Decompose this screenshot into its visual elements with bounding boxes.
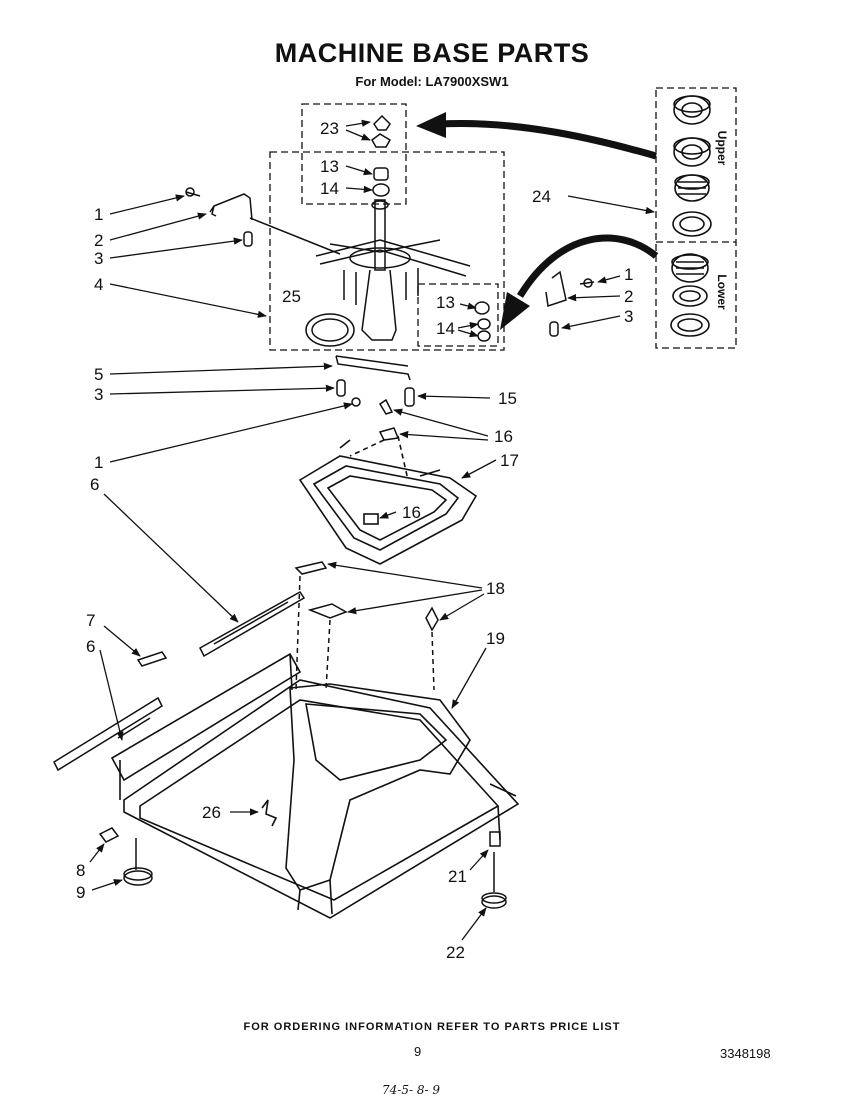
part-1-mid	[351, 397, 361, 407]
callout-1-mid: 1	[94, 453, 103, 472]
callout-19: 19	[486, 629, 505, 648]
model-subtitle: For Model: LA7900XSW1	[355, 74, 509, 89]
kit-arrow-upper	[439, 120, 657, 160]
part-16-a	[378, 398, 394, 415]
callout-2-right: 2	[624, 287, 633, 306]
mid-hardware	[335, 355, 415, 441]
callout-numbers: 23 13 14 1 2 3 4 25 24 1 2 3 13 14 5 3 1…	[76, 119, 633, 962]
spring-right	[549, 321, 559, 337]
kit-arrow-lower	[517, 234, 659, 298]
callout-13-lower: 13	[436, 293, 455, 312]
callout-3-mid: 3	[94, 385, 103, 404]
callout-15: 15	[498, 389, 517, 408]
callout-6-lower: 6	[86, 637, 95, 656]
bracket-left	[209, 193, 253, 221]
callout-9: 9	[76, 883, 85, 902]
box-transmission-assembly	[269, 151, 505, 351]
page-title: MACHINE BASE PARTS	[274, 38, 590, 68]
spider-arms	[315, 239, 471, 277]
part-15	[404, 387, 415, 407]
hardware-small	[185, 187, 595, 337]
bearing-lower-2	[672, 285, 708, 307]
rails	[53, 591, 306, 772]
part-5	[335, 355, 411, 381]
transmission-assembly	[305, 114, 491, 347]
bearing-kit-illustrations	[670, 95, 712, 337]
shaft	[374, 199, 386, 271]
legs	[343, 268, 419, 305]
part-19-base	[110, 652, 520, 919]
part-16-c	[363, 513, 379, 525]
leader-lines	[89, 119, 655, 941]
handwritten-note: 74-5- 8- 9	[382, 1083, 440, 1097]
callout-21: 21	[448, 867, 467, 886]
part-25	[305, 313, 355, 347]
part-13-top	[373, 167, 389, 181]
part-14-lower	[477, 318, 491, 342]
part-14-top	[372, 183, 390, 197]
box-bearing-kit	[655, 87, 737, 349]
box-lower-bearing-group	[417, 283, 499, 347]
part-21	[489, 831, 501, 847]
bolt-right	[579, 278, 595, 288]
bearing-kit-upper-label: Upper	[715, 131, 729, 166]
hub	[349, 247, 411, 269]
callout-24: 24	[532, 187, 551, 206]
spring-left	[243, 231, 253, 247]
callout-16-upper: 16	[494, 427, 513, 446]
callout-2-top-left: 2	[94, 231, 103, 250]
callout-1-top-left: 1	[94, 205, 103, 224]
document-number: 3348198	[720, 1046, 771, 1061]
bearing-kit-lower-label: Lower	[715, 274, 729, 310]
part-23	[371, 114, 392, 148]
callout-4: 4	[94, 275, 103, 294]
box-top-bearing-group	[301, 103, 407, 205]
feet	[98, 827, 507, 909]
kit-arrows	[416, 112, 659, 330]
page-number: 9	[414, 1044, 422, 1059]
callout-22: 22	[446, 943, 465, 962]
part-26	[261, 799, 278, 827]
callout-1-right: 1	[624, 265, 633, 284]
callout-5: 5	[94, 365, 103, 384]
part-18-clips	[294, 561, 439, 691]
callout-17: 17	[500, 451, 519, 470]
part-3-mid	[336, 379, 346, 397]
callout-16-lower: 16	[402, 503, 421, 522]
bearing-lower-3	[670, 313, 710, 337]
part-9	[123, 838, 153, 886]
part-6-upper	[199, 591, 306, 658]
part-8	[98, 827, 120, 843]
part-17-frame	[298, 435, 478, 565]
callout-18: 18	[486, 579, 505, 598]
callout-14-lower: 14	[436, 319, 455, 338]
callout-25: 25	[282, 287, 301, 306]
bracket-right	[545, 270, 567, 307]
ordering-note: FOR ORDERING INFORMATION REFER TO PARTS …	[243, 1021, 621, 1033]
bearing-upper-4	[672, 211, 712, 237]
bearing-upper-1	[673, 95, 711, 125]
bearing-upper-3	[674, 174, 710, 202]
bearing-lower-1	[671, 253, 709, 283]
bearing-upper-2	[673, 137, 711, 167]
dashed-boxes	[269, 87, 737, 351]
callout-14-top: 14	[320, 179, 339, 198]
part-13-lower	[474, 301, 490, 315]
callout-8: 8	[76, 861, 85, 880]
main-housing	[361, 269, 397, 341]
callout-7: 7	[86, 611, 95, 630]
part-16-b	[378, 427, 400, 441]
callout-23: 23	[320, 119, 339, 138]
part-22	[481, 852, 507, 909]
part-7	[136, 651, 168, 667]
bolt-left	[185, 187, 201, 197]
callout-6-upper: 6	[90, 475, 99, 494]
callout-3-top-left: 3	[94, 249, 103, 268]
callout-3-right: 3	[624, 307, 633, 326]
part-6-lower	[53, 696, 163, 772]
callout-13-top: 13	[320, 157, 339, 176]
callout-26: 26	[202, 803, 221, 822]
